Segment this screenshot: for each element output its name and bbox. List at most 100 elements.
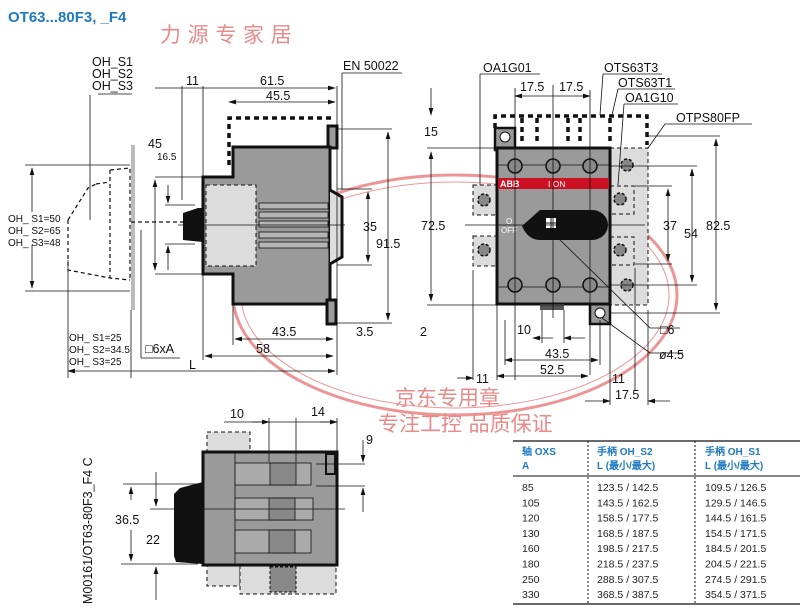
- dim-43-5: 43.5: [272, 325, 296, 339]
- table-cell: 109.5 / 126.5: [705, 482, 766, 494]
- dim-L: L: [189, 358, 196, 372]
- din-rail: [329, 188, 344, 266]
- dim-72-5: 72.5: [421, 219, 445, 233]
- table-cell: 129.5 / 146.5: [705, 497, 766, 509]
- table-cell: 168.5 / 187.5: [597, 528, 658, 540]
- handle-offset-s3: OH_ S3=25: [69, 357, 122, 368]
- dim-3-5: 3.5: [356, 325, 373, 339]
- table-cell: 85: [522, 482, 534, 494]
- handle-offset-s2: OH_ S2=34.5: [69, 345, 130, 356]
- table-cell: 274.5 / 291.5: [705, 574, 766, 586]
- off-label-o: O: [506, 217, 512, 226]
- handle-height-s3: OH_ S3=48: [8, 238, 61, 249]
- dim-14: 14: [311, 405, 325, 419]
- dim-37: 37: [663, 219, 677, 233]
- table-row: 250 288.5 / 307.5 274.5 / 291.5: [522, 574, 766, 586]
- dim-43-5-front: 43.5: [545, 347, 569, 361]
- table-row: 180 218.5 / 237.5 204.5 / 221.5: [522, 559, 766, 571]
- dim-17-5-c: 17.5: [615, 388, 639, 402]
- dim-17-5-b: 17.5: [559, 80, 583, 94]
- side-view: OH_S1 OH_S2 OH_S3 OH_ S1=50 OH_ S2=65 OH…: [8, 55, 402, 378]
- accessory-otps80fp: [609, 147, 649, 306]
- table-cell: 250: [522, 574, 540, 586]
- dim-16-5: 16.5: [157, 152, 177, 163]
- table-cell: 198.5 / 217.5: [597, 543, 658, 555]
- dim-52-5: 52.5: [540, 363, 564, 377]
- dim-54: 54: [684, 227, 698, 241]
- drawing-id: M00161/OT63-80F3_F4 C: [81, 457, 95, 604]
- dim-58: 58: [256, 342, 270, 356]
- table-cell: 354.5 / 371.5: [705, 589, 766, 601]
- dim-11-left: 11: [476, 372, 489, 386]
- dim-11: 11: [186, 74, 199, 88]
- dim-17-5-a: 17.5: [520, 80, 544, 94]
- table-cell: 158.5 / 177.5: [597, 513, 658, 525]
- table-cell: 143.5 / 162.5: [597, 497, 658, 509]
- dim-35: 35: [363, 220, 377, 234]
- abb-logo: ABB: [500, 179, 520, 189]
- table-header-1-line1: 手柄 OH_S2: [597, 445, 653, 458]
- table-header-1-line2: L (最小/最大): [597, 459, 655, 472]
- table-header-0-line2: A: [522, 461, 529, 472]
- table-cell: 130: [522, 528, 540, 540]
- stamp-text-top: 力 源 专 家 居: [160, 23, 292, 47]
- table-row: 105 143.5 / 162.5 129.5 / 146.5: [522, 497, 766, 509]
- dim-91-5: 91.5: [376, 237, 400, 251]
- top-view: 10 14 9 36.5 22 M00161/OT63-80F3_F4 C: [81, 405, 373, 604]
- dim-shaft: □6xA: [145, 342, 175, 356]
- table-row: 85 123.5 / 142.5 109.5 / 126.5: [522, 482, 766, 494]
- dim-15: 15: [424, 125, 438, 139]
- table-cell: 120: [522, 513, 540, 525]
- dim-9: 9: [366, 433, 373, 447]
- handle-offset-s1: OH_ S1=25: [69, 333, 122, 344]
- dim-22: 22: [146, 533, 160, 547]
- table-header-0-line1: 轴 OXS: [522, 445, 556, 458]
- auxiliary-contact-outline: [205, 184, 257, 267]
- table-cell: 105: [522, 497, 540, 509]
- table-cell: 123.5 / 142.5: [597, 482, 658, 494]
- table-cell: 368.5 / 387.5: [597, 589, 658, 601]
- stamp-text-middle: 京东专用章: [395, 386, 500, 410]
- dim-82-5: 82.5: [706, 219, 730, 233]
- table-cell: 204.5 / 221.5: [705, 559, 766, 571]
- table-cell: 288.5 / 307.5: [597, 574, 658, 586]
- stamp-text-bottom: 专注工控 品质保证: [378, 412, 553, 436]
- standard-label: EN 50022: [343, 59, 399, 73]
- handle-height-s2: OH_ S2=65: [8, 226, 61, 237]
- handle-label-s1: OH_S1: [92, 55, 133, 69]
- dim-square-6: □6: [660, 323, 675, 337]
- brand-band: [498, 178, 609, 189]
- table-cell: 180: [522, 559, 540, 571]
- dim-10: 10: [517, 323, 531, 337]
- accessory-ots63t3-label: OTS63T3: [604, 61, 658, 75]
- front-view: ABB I ON O OFF: [420, 61, 752, 405]
- accessory-ots63t1-label: OTS63T1: [618, 76, 672, 90]
- table-cell: 330: [522, 589, 540, 601]
- dim-45-5: 45.5: [266, 89, 290, 103]
- dim-45: 45: [148, 137, 162, 151]
- accessory-otps80fp-label: OTPS80FP: [676, 111, 740, 125]
- table-cell: 144.5 / 161.5: [705, 513, 766, 525]
- table-row: 120 158.5 / 177.5 144.5 / 161.5: [522, 513, 766, 525]
- door-panel: [131, 145, 135, 310]
- dim-hole-4-5: ø4.5: [659, 348, 684, 362]
- dim-2: 2: [420, 325, 427, 339]
- handle-label-s3: OH_S3: [92, 79, 133, 93]
- table-cell: 184.5 / 201.5: [705, 543, 766, 555]
- on-label: I ON: [548, 179, 565, 189]
- off-label: OFF: [501, 226, 517, 235]
- handle-height-s1: OH_ S1=50: [8, 214, 61, 225]
- dim-61-5: 61.5: [260, 74, 284, 88]
- accessory-oa1g10-label: OA1G10: [625, 91, 674, 105]
- shaft-knob-top: [174, 482, 203, 564]
- table-header-2-line1: 手柄 OH_S1: [705, 445, 761, 458]
- page-title: OT63...80F3, _F4: [8, 9, 127, 26]
- table-cell: 218.5 / 237.5: [597, 559, 658, 571]
- accessory-oa1g01-label: OA1G01: [483, 61, 532, 75]
- dim-11-right: 11: [612, 372, 625, 386]
- table-header-2-line2: L (最小/最大): [705, 459, 763, 472]
